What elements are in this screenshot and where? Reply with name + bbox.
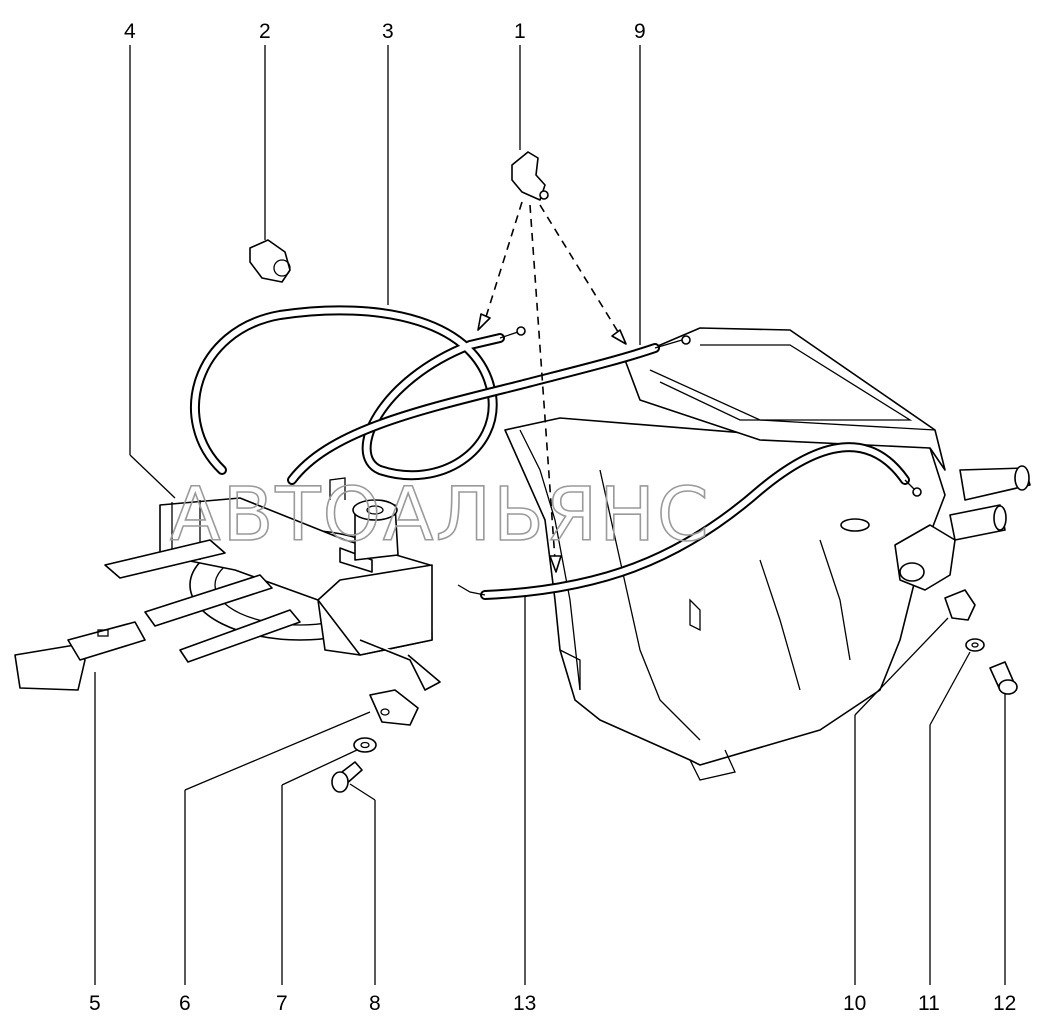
assembly-arrows (477, 201, 627, 573)
connector-5 (14, 621, 146, 691)
clip-1 (511, 151, 549, 201)
callout-3: 3 (382, 20, 394, 43)
washer-11 (965, 638, 985, 652)
callout-6: 6 (179, 992, 191, 1015)
clip-6 (369, 689, 419, 726)
callout-13: 13 (513, 992, 536, 1015)
callout-8: 8 (369, 992, 381, 1015)
callout-9: 9 (634, 20, 646, 43)
callout-11: 11 (918, 992, 940, 1015)
callout-10: 10 (843, 992, 866, 1015)
callout-4: 4 (124, 20, 136, 43)
clamp-2 (249, 239, 291, 283)
callout-7: 7 (276, 992, 288, 1015)
callout-5: 5 (89, 992, 101, 1015)
screw-12 (989, 661, 1018, 695)
washer-7 (353, 737, 377, 753)
leader-lines (94, 45, 1006, 985)
callout-12: 12 (993, 992, 1016, 1015)
screw-8 (331, 761, 363, 793)
clip-10 (944, 589, 976, 621)
watermark-text: АВТОАЛЬЯНС (170, 472, 711, 558)
fan-motor-assembly (104, 477, 441, 691)
callout-numbers: 4 2 3 1 9 5 6 7 8 13 10 11 12 (89, 20, 1016, 1015)
heater-housing (504, 327, 1031, 781)
cable-9 (287, 335, 691, 485)
callout-2: 2 (259, 20, 271, 43)
cable-13 (457, 442, 922, 600)
callout-1: 1 (514, 20, 526, 43)
